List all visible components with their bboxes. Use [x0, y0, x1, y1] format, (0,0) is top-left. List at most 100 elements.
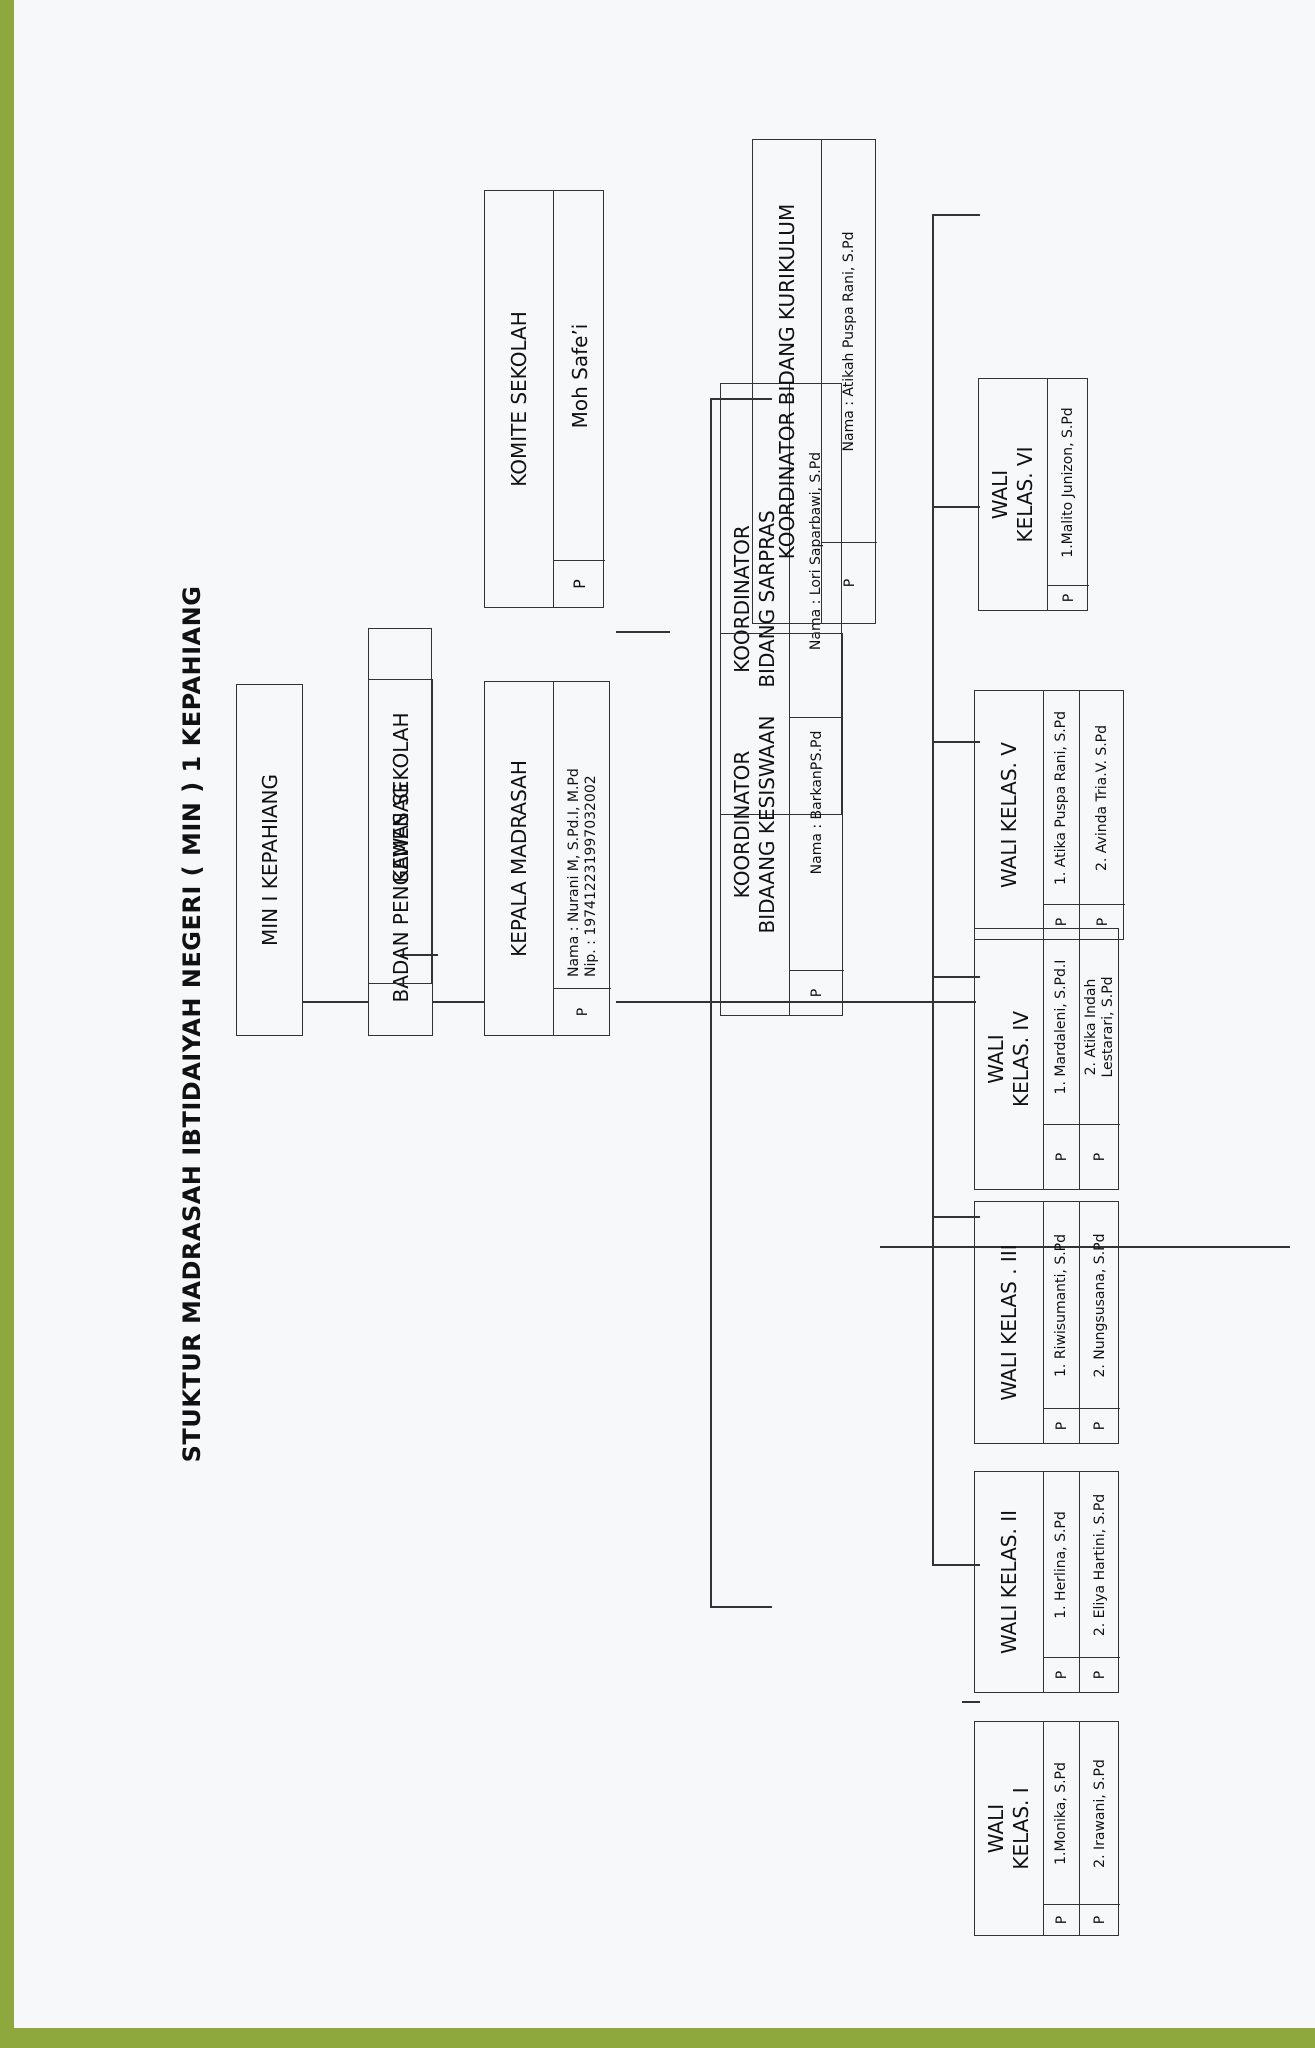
kurikulum-p: P [822, 542, 877, 623]
wali-i-row-1: P 1.Monika, S.Pd [1043, 1722, 1079, 1935]
kurikulum-name: Nama : Atikah Puspa Rani, S.Pd [841, 231, 858, 452]
wali-ii-row-1-p: P [1044, 1657, 1079, 1692]
connector-wali-bus [932, 216, 934, 1566]
wali-iv-row-1-p: P [1044, 1124, 1079, 1189]
wali-v-title-1: WALI KELAS. V [996, 742, 1021, 888]
connector-wali-vi-left [962, 1701, 980, 1703]
connector-wali-ii [932, 506, 980, 508]
kepala-row: P Nama : Nurani M, S.Pd.I, M.Pd Nip. : 1… [553, 682, 611, 1035]
wali-vi-row-1: P 1.Malito Junizon, S.Pd [1047, 379, 1089, 610]
wali-kelas-i-box: WALI KELAS. I P 1.Monika, S.Pd P 2. Iraw… [974, 1721, 1120, 1936]
min-label: MIN I KEPAHIANG [257, 773, 282, 947]
wali-iv-row-2-name-a: 2. Atika Indah [1083, 978, 1100, 1076]
wali-iv-row-1-name: 1. Mardaleni, S.Pd.I [1053, 959, 1070, 1095]
wali-ii-title-1: WALI KELAS. II [996, 1510, 1021, 1655]
wali-ii-title: WALI KELAS. II [975, 1472, 1043, 1692]
kepala-madrasah-title: KEPALA MADRASAH [485, 682, 553, 1035]
wali-iv-title-2: KELAS. IV [1009, 1010, 1033, 1108]
connector-koord-bus [710, 398, 712, 1608]
wali-iv-title: WALI KELAS. IV [975, 929, 1043, 1189]
kepala-madrasah-box: KEPALA MADRASAH P Nama : Nurani M, S.Pd.… [484, 681, 611, 1036]
wali-v-row-1-name: 1. Atika Puspa Rani, S.Pd [1053, 711, 1070, 886]
kepala-nama: Nama : Nurani M, S.Pd.I, M.Pd [565, 768, 582, 977]
connector-wali-iv [932, 976, 980, 978]
connector-kesiswaan-down [826, 1001, 976, 1003]
wali-kelas-iv-box: WALI KELAS. IV P 1. Mardaleni, S.Pd.I P … [974, 928, 1120, 1190]
wali-v-row-1: P 1. Atika Puspa Rani, S.Pd [1043, 691, 1079, 939]
wali-vi-row-1-p: P [1048, 585, 1089, 610]
wali-i-row-2-p: P [1080, 1904, 1120, 1935]
wali-v-row-2: P 2. Avinda Tria.V. S.Pd [1079, 691, 1125, 939]
komite-sekolah-box: KOMITE SEKOLAH P Moh Safe’i [484, 190, 605, 608]
wali-iii-row-1-name: 1. Riwisumanti, S.Pd [1053, 1234, 1070, 1377]
wali-i-row-1-p: P [1044, 1904, 1079, 1935]
wali-iii-row-2-name: 2. Nungsusana, S.Pd [1091, 1233, 1108, 1378]
kurikulum-row: P Nama : Atikah Puspa Rani, S.Pd [821, 140, 877, 623]
wali-iii-row-2: P 2. Nungsusana, S.Pd [1079, 1202, 1120, 1443]
komite-p: P [554, 560, 605, 607]
kesiswaan-title-2: BIDAANG KESISWAAN [755, 715, 779, 934]
wali-iii-row-2-p: P [1080, 1408, 1120, 1443]
komite-name: Moh Safe’i [567, 323, 592, 429]
wali-iii-row-1: P 1. Riwisumanti, S.Pd [1043, 1202, 1079, 1443]
wali-iv-row-2-name-b: Lestarari, S.Pd [1100, 976, 1116, 1078]
min-box: MIN I KEPAHIANG [236, 684, 303, 1036]
wali-v-title: WALI KELAS. V [975, 691, 1043, 939]
kepala-p: P [554, 988, 611, 1035]
wali-i-title-1: WALI [984, 1803, 1008, 1854]
paper-sheet [14, 0, 1315, 2028]
wali-i-title-2: KELAS. I [1009, 1787, 1033, 1870]
wali-iii-row-1-p: P [1044, 1408, 1079, 1443]
kurikulum-title: KOORDINATOR BIDANG KURIKULUM [753, 140, 821, 623]
kemenag-box: KEMENAG [368, 628, 432, 984]
wali-vi-title-1: WALI [988, 469, 1012, 520]
connector-kepala-komite [616, 631, 670, 633]
kesiswaan-row: P Nama : Barkan, S.Pd [789, 634, 844, 1015]
komite-title: KOMITE SEKOLAH [485, 191, 553, 607]
wali-kelas-ii-box: WALI KELAS. II P 1. Herlina, S.Pd P 2. E… [974, 1471, 1120, 1693]
wali-iv-row-2: P 2. Atika Indah Lestarari, S.Pd [1079, 929, 1120, 1189]
wali-i-row-1-name: 1.Monika, S.Pd [1053, 1762, 1070, 1865]
wali-ii-row-2-p: P [1080, 1657, 1120, 1692]
connector-wali-v [932, 1216, 980, 1218]
wali-vi-row-1-name: 1.Malito Junizon, S.Pd [1060, 407, 1077, 558]
kurikulum-title-text: KOORDINATOR BIDANG KURIKULUM [774, 203, 799, 560]
connector-wali-iii [932, 741, 980, 743]
wali-iii-title-1: WALI KELAS . III [996, 1244, 1021, 1401]
connector-sarpras [710, 1606, 772, 1608]
wali-iv-row-2-text: 2. Atika Indah Lestarari, S.Pd [1080, 929, 1120, 1125]
wali-iii-title: WALI KELAS . III [975, 1202, 1043, 1443]
connector-badan-kepala [432, 1001, 484, 1003]
wali-iv-row-2-p: P [1080, 1124, 1120, 1189]
kemenag-label: KEMENAG [389, 783, 413, 883]
wali-ii-row-1: P 1. Herlina, S.Pd [1043, 1472, 1079, 1692]
wali-i-title: WALI KELAS. I [975, 1722, 1043, 1935]
kesiswaan-name: Nama : Barkan, S.Pd [808, 730, 825, 875]
kepala-detail: Nama : Nurani M, S.Pd.I, M.Pd Nip. : 197… [554, 682, 611, 989]
komite-title-text: KOMITE SEKOLAH [506, 311, 531, 487]
komite-row: P Moh Safe’i [553, 191, 605, 607]
wali-iv-title-1: WALI [984, 1034, 1008, 1084]
wali-i-row-2: P 2. Irawani, S.Pd [1079, 1722, 1120, 1935]
connector-wali-i [932, 214, 980, 216]
kepala-nip: Nip. : 197412231997032002 [582, 775, 599, 977]
kesiswaan-title-1: KOORDINATOR [730, 750, 754, 899]
wali-vi-title-2: KELAS. VI [1013, 446, 1037, 543]
wali-kelas-iii-box: WALI KELAS . III P 1. Riwisumanti, S.Pd … [974, 1201, 1120, 1444]
kesiswaan-p: P [790, 970, 844, 1015]
wali-iv-row-1: P 1. Mardaleni, S.Pd.I [1043, 929, 1079, 1189]
kesiswaan-title: KOORDINATOR BIDAANG KESISWAAN [721, 634, 789, 1015]
wali-ii-row-2-name: 2. Eliya Hartini, S.Pd [1091, 1493, 1108, 1637]
wali-v-row-2-name: 2. Avinda Tria.V. S.Pd [1094, 724, 1111, 872]
chart-title: STUKTUR MADRASAH IBTIDAIYAH NEGERI ( MIN… [178, 585, 206, 1463]
connector-wali-vi [932, 1564, 980, 1566]
kesiswaan-box: KOORDINATOR BIDAANG KESISWAAN P Nama : B… [720, 633, 844, 1016]
kurikulum-box: KOORDINATOR BIDANG KURIKULUM P Nama : At… [752, 139, 877, 624]
wali-kelas-vi-box: WALI KELAS. VI P 1.Malito Junizon, S.Pd [978, 378, 1089, 611]
wali-vi-title: WALI KELAS. VI [979, 379, 1047, 610]
wali-kelas-v-box: WALI KELAS. V P 1. Atika Puspa Rani, S.P… [974, 690, 1125, 940]
wali-ii-row-1-name: 1. Herlina, S.Pd [1053, 1511, 1070, 1619]
wali-ii-row-2: P 2. Eliya Hartini, S.Pd [1079, 1472, 1120, 1692]
connector-min-badan [303, 1001, 368, 1003]
